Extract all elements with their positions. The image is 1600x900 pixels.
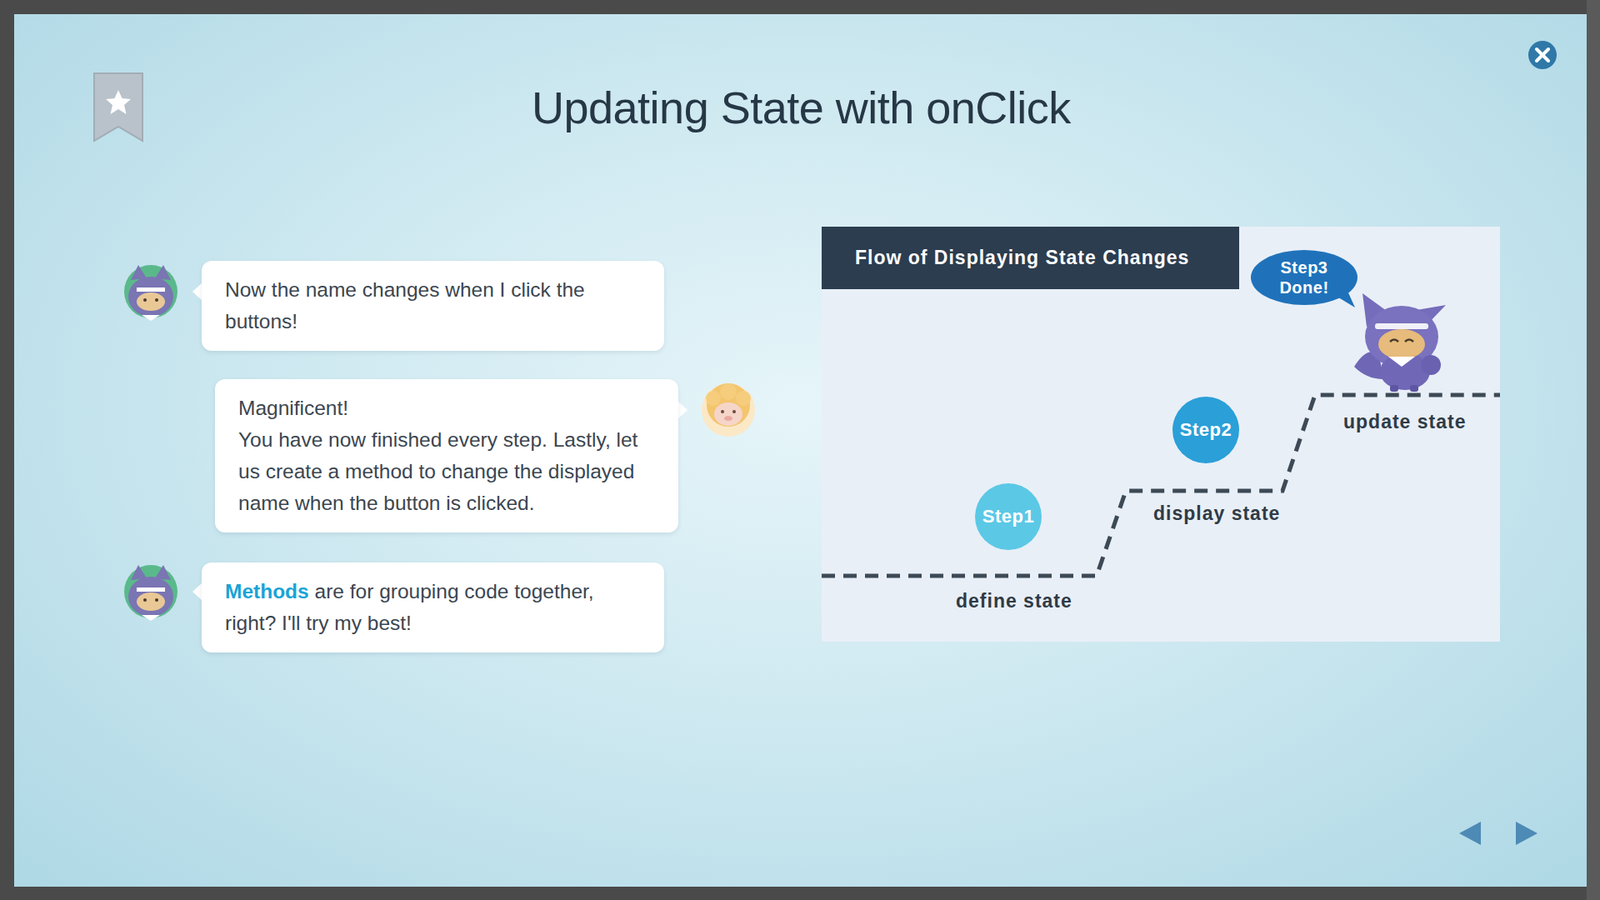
step-circle: Step2 (1172, 396, 1240, 464)
sheep-avatar (705, 390, 721, 406)
sheep-avatar (701, 383, 755, 437)
page-title: Updating State with onClick (531, 81, 1071, 134)
close-button (1528, 40, 1557, 70)
cat-avatar (128, 576, 174, 617)
chat-bubble: Methodsare for grouping code together, r… (201, 562, 665, 653)
chat-bubble: Magnificent!You have now finished every … (215, 379, 679, 533)
nav-arrows (1459, 821, 1538, 845)
nav-arrows (1515, 821, 1538, 845)
cat-avatar (141, 615, 160, 621)
ninja-cat-figure (1410, 385, 1419, 392)
sheep-avatar (732, 410, 736, 414)
step-caption: display state (1153, 502, 1280, 525)
sheep-avatar (720, 410, 725, 414)
cat-avatar (124, 565, 178, 621)
speech-text: Step3 Done! (1270, 257, 1338, 298)
diagram-panel (821, 226, 1500, 642)
ninja-cat-figure (1354, 293, 1446, 392)
nav-arrows (1459, 821, 1481, 845)
chat-bubble: Now the name changes when I click the bu… (201, 260, 665, 351)
bookmark-icon (94, 73, 143, 141)
ninja-cat-figure (1375, 323, 1429, 330)
cat-avatar (128, 276, 174, 317)
speech-bubble-shape (1331, 281, 1355, 308)
staircase-line (821, 395, 1500, 576)
staircase-line (821, 395, 1500, 576)
step-caption: define state (955, 590, 1073, 613)
bookmark-icon (105, 90, 131, 115)
bubble-paragraph: Methodsare for grouping code together, r… (225, 575, 641, 640)
cat-avatar (155, 598, 159, 602)
ninja-cat-figure (1390, 385, 1399, 392)
cat-avatar (136, 592, 165, 611)
close-button (1536, 49, 1549, 61)
chat-text: You have now finished every step. Lastly… (238, 424, 655, 520)
close-button (1528, 40, 1557, 70)
speech-bubble: Step3 Done! (1250, 250, 1358, 305)
step-label: Step1 (982, 505, 1035, 528)
cat-avatar (124, 565, 178, 619)
sheep-avatar (714, 402, 743, 426)
sheep-avatar (701, 383, 755, 437)
keyword-highlight: Methods (225, 580, 310, 603)
ninja-cat-figure (1380, 353, 1430, 390)
speech-bubble-shape (1250, 250, 1358, 308)
diagram-header: Flow of Displaying State Changes (821, 226, 1240, 290)
sheep-avatar (706, 383, 750, 427)
cat-avatar (136, 587, 165, 592)
cat-avatar (143, 298, 147, 302)
diagram-panel (821, 226, 1500, 642)
ninja-cat-figure (1405, 340, 1414, 343)
chat-text: Now the name changes when I click the bu… (225, 274, 641, 338)
cat-avatar (124, 265, 178, 319)
scrollbar (1586, 0, 1600, 900)
ninja-cat-figure (1378, 329, 1425, 360)
step-caption: update state (1343, 410, 1466, 434)
sheep-avatar (720, 383, 737, 400)
ninja-cat-figure (1390, 340, 1399, 343)
step-circle: Step1 (975, 483, 1042, 550)
cat-avatar (141, 315, 160, 321)
header-text: Flow of Displaying State Changes (855, 246, 1190, 270)
ninja-cat-figure (1420, 355, 1441, 375)
bubble-tail (677, 400, 688, 420)
cat-avatar (124, 265, 178, 321)
cat-avatar (136, 292, 165, 311)
chat-text: Magnificent! (238, 392, 655, 425)
sheep-avatar (724, 415, 733, 421)
step-label: Step2 (1180, 419, 1232, 441)
cat-avatar (136, 287, 165, 292)
cat-avatar (155, 298, 159, 302)
close-button (1536, 49, 1549, 61)
cat-avatar (143, 598, 147, 602)
bookmark-icon (94, 73, 143, 141)
ninja-cat-figure (1388, 356, 1415, 367)
sheep-avatar (735, 390, 751, 406)
